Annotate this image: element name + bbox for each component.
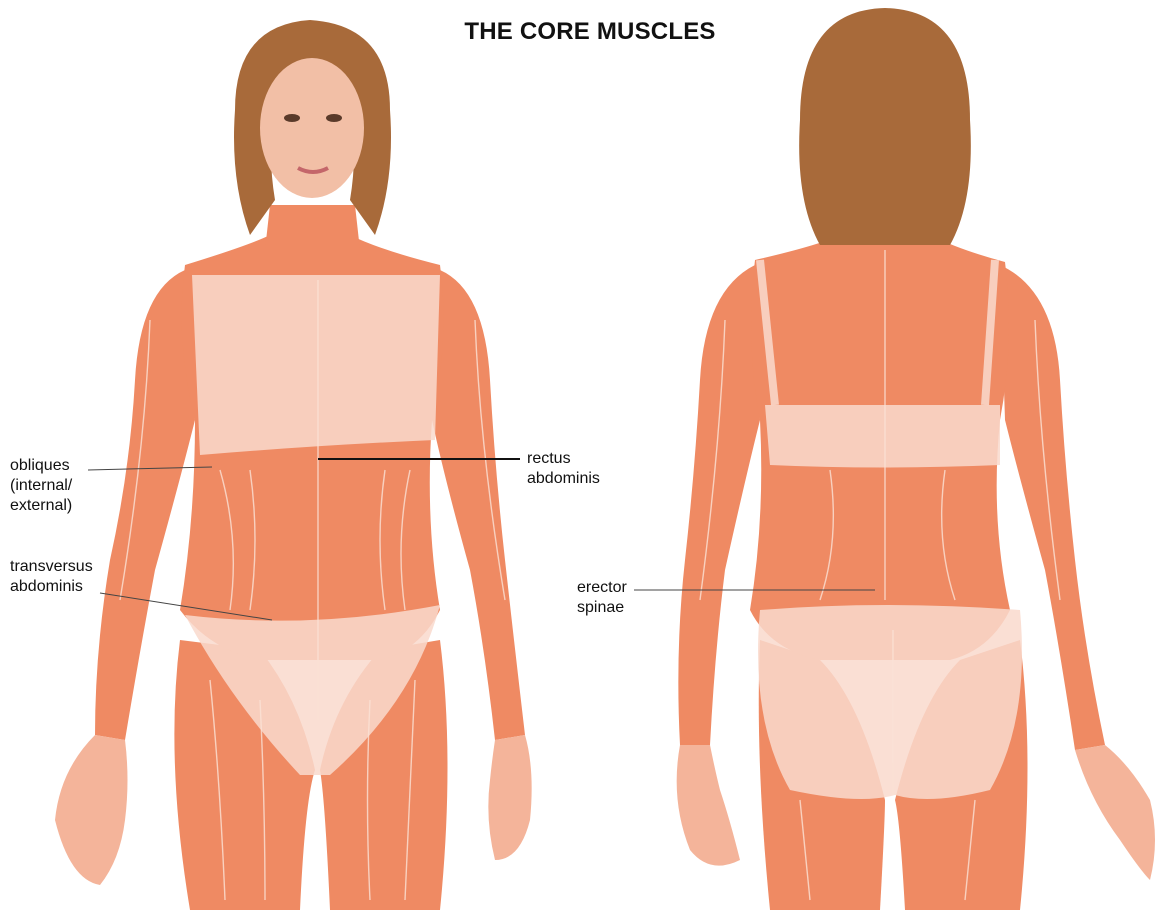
front-right-hand: [488, 735, 531, 860]
front-view-figure: [55, 20, 532, 910]
obliques-label: obliques (internal/ external): [10, 456, 72, 516]
back-bra: [765, 405, 1000, 468]
back-hair: [799, 8, 971, 245]
page-title: THE CORE MUSCLES: [380, 18, 800, 46]
erector-spinae-label: erector spinae: [577, 578, 627, 618]
back-briefs: [758, 605, 1022, 799]
front-bra: [192, 275, 440, 455]
front-left-hand: [55, 735, 128, 885]
front-right-arm: [432, 270, 525, 740]
back-right-hand: [1075, 745, 1155, 880]
front-right-eye: [326, 114, 342, 122]
front-neck: [265, 205, 360, 250]
front-left-eye: [284, 114, 300, 122]
front-face: [260, 58, 364, 198]
back-left-arm: [678, 265, 760, 745]
transversus-abdominis-label: transversus abdominis: [10, 557, 93, 597]
rectus-abdominis-label: rectus abdominis: [527, 449, 600, 489]
back-view-figure: [677, 8, 1155, 910]
back-left-hand: [677, 745, 740, 866]
